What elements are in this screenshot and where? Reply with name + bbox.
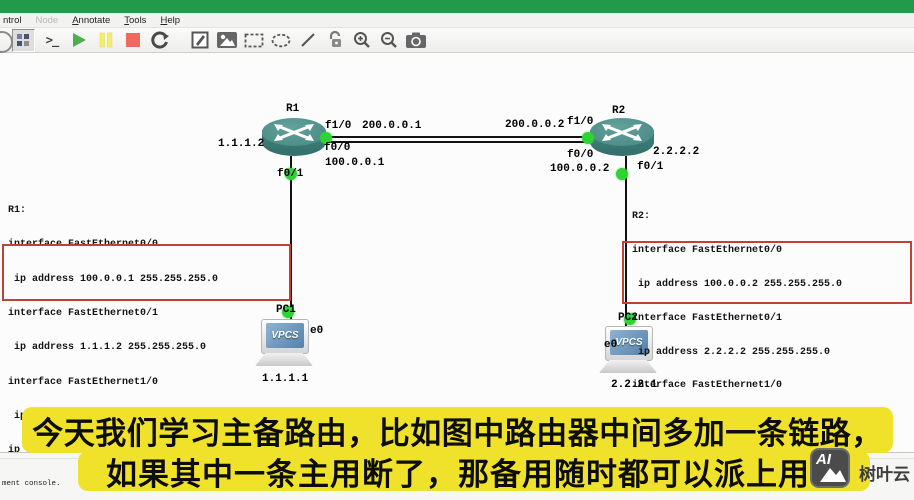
r2-f10-label: f1/0 [567, 116, 594, 128]
clipped-circle-icon[interactable] [0, 31, 13, 53]
r1-f00-label: f0/0 [324, 142, 351, 154]
camera-icon [406, 32, 426, 48]
draw-line-button[interactable] [298, 30, 318, 50]
reload-button[interactable] [150, 30, 170, 50]
pc1-screen: VPCS [266, 323, 304, 348]
pc2-node[interactable]: VPCS [599, 326, 659, 378]
monitor: VPCS [261, 319, 309, 354]
zoom-in-icon [354, 32, 370, 48]
port-status-dot [282, 306, 294, 318]
highlight-box-r1 [2, 244, 291, 301]
note-icon [191, 31, 209, 49]
console-button[interactable]: >_ [42, 30, 62, 50]
tool-bar: >_ [0, 28, 914, 53]
zoom-out-icon [381, 32, 397, 48]
subtitle-banner-line2: 如果其中一条主用断了，那备用随时都可以派上用场 [78, 451, 870, 492]
pc2-ip-label: 2.2.2.1 [611, 379, 658, 391]
suspend-button[interactable] [96, 30, 116, 50]
stop-button[interactable] [123, 30, 143, 50]
link-r2-pc2[interactable] [625, 156, 627, 332]
port-status-dot [582, 132, 594, 144]
pause-icon [99, 32, 113, 48]
console-icon: >_ [45, 33, 59, 47]
port-status-dot [320, 132, 332, 144]
r1-f00-ip-label: 100.0.0.1 [325, 157, 385, 169]
rectangle-icon [244, 33, 264, 47]
link-r1-pc1[interactable] [290, 156, 292, 322]
r2-f01-label: f0/1 [637, 161, 664, 173]
router-arrows-icon [602, 124, 642, 141]
title-bar [0, 0, 914, 13]
link-r1-r2-backup[interactable] [322, 136, 590, 138]
unlock-icon [329, 31, 341, 47]
r2-f00-ip-label: 100.0.0.2 [550, 163, 610, 175]
line-icon [301, 33, 315, 47]
pc1-port-label: e0 [310, 325, 324, 337]
pc1-node[interactable]: VPCS [255, 319, 315, 371]
port-status-dot [616, 168, 628, 180]
mountain-icon [820, 468, 846, 482]
draw-rectangle-button[interactable] [244, 30, 264, 50]
console-log: ment console. 3 version 2.2.18 on Windo … [2, 479, 61, 488]
port-status-dot [285, 168, 297, 180]
start-button[interactable] [69, 30, 89, 50]
pc1-ip-label: 1.1.1.1 [262, 373, 309, 385]
reload-icon [151, 31, 169, 49]
r2-f00-label: f0/0 [567, 149, 594, 161]
grid-icon [17, 33, 29, 46]
ellipse-icon [271, 33, 291, 47]
draw-ellipse-button[interactable] [271, 30, 291, 50]
port-status-dot [624, 313, 636, 325]
menu-node: Node [35, 14, 59, 26]
pc2-screen: VPCS [610, 330, 648, 355]
r2-f10-ip-label: 200.0.0.2 [505, 119, 565, 131]
r2-name-label: R2 [612, 105, 626, 117]
r1-f10-ip-label: 200.0.0.1 [362, 120, 422, 132]
menu-control[interactable]: ntrol [3, 14, 22, 26]
insert-image-button[interactable] [217, 30, 237, 50]
router-r1[interactable] [262, 118, 326, 162]
subtitle-text-1: 今天我们学习主备路由，比如图中路由器中间多加一条链路， [32, 415, 883, 451]
menu-annotate[interactable]: Annotate [72, 14, 111, 26]
brand-text: 树叶云 [859, 465, 910, 484]
highlight-box-r2 [622, 241, 912, 304]
ai-watermark-badge: AI [810, 448, 850, 488]
menu-tools[interactable]: Tools [124, 14, 147, 26]
r1-loopback-label: 1.1.1.2 [218, 138, 265, 150]
lock-unlock-button[interactable] [325, 30, 345, 50]
zoom-out-button[interactable] [379, 30, 399, 50]
r1-f01-label: f0/1 [277, 168, 304, 180]
show-grid-button[interactable] [12, 28, 35, 52]
zoom-in-button[interactable] [352, 30, 372, 50]
play-icon [73, 33, 86, 47]
r1-name-label: R1 [286, 103, 300, 115]
router-arrows-icon [274, 124, 314, 141]
menu-bar: ntrol Node Annotate Tools Help [0, 13, 914, 28]
r2-loopback-label: 2.2.2.2 [653, 146, 700, 158]
monitor: VPCS [605, 326, 653, 361]
monitor-base [599, 360, 657, 373]
picture-icon [217, 32, 237, 48]
subtitle-text-2: 如果其中一条主用断了，那备用随时都可以派上用场 [106, 456, 842, 492]
subtitle-banner-line1: 今天我们学习主备路由，比如图中路由器中间多加一条链路， [22, 407, 893, 453]
ai-badge-text: AI [816, 451, 831, 468]
menu-help[interactable]: Help [160, 14, 180, 26]
pc2-port-label: e0 [604, 339, 618, 351]
screenshot-button[interactable] [406, 30, 426, 50]
router-r2[interactable] [590, 118, 654, 162]
r1-f10-label: f1/0 [325, 120, 352, 132]
pc1-name-label: PC1 [276, 304, 296, 316]
add-note-button[interactable] [190, 30, 210, 50]
pc2-name-label: PC2 [618, 312, 638, 324]
monitor-base [255, 353, 313, 366]
link-r1-r2-primary[interactable] [322, 141, 590, 143]
stop-icon [126, 33, 140, 47]
